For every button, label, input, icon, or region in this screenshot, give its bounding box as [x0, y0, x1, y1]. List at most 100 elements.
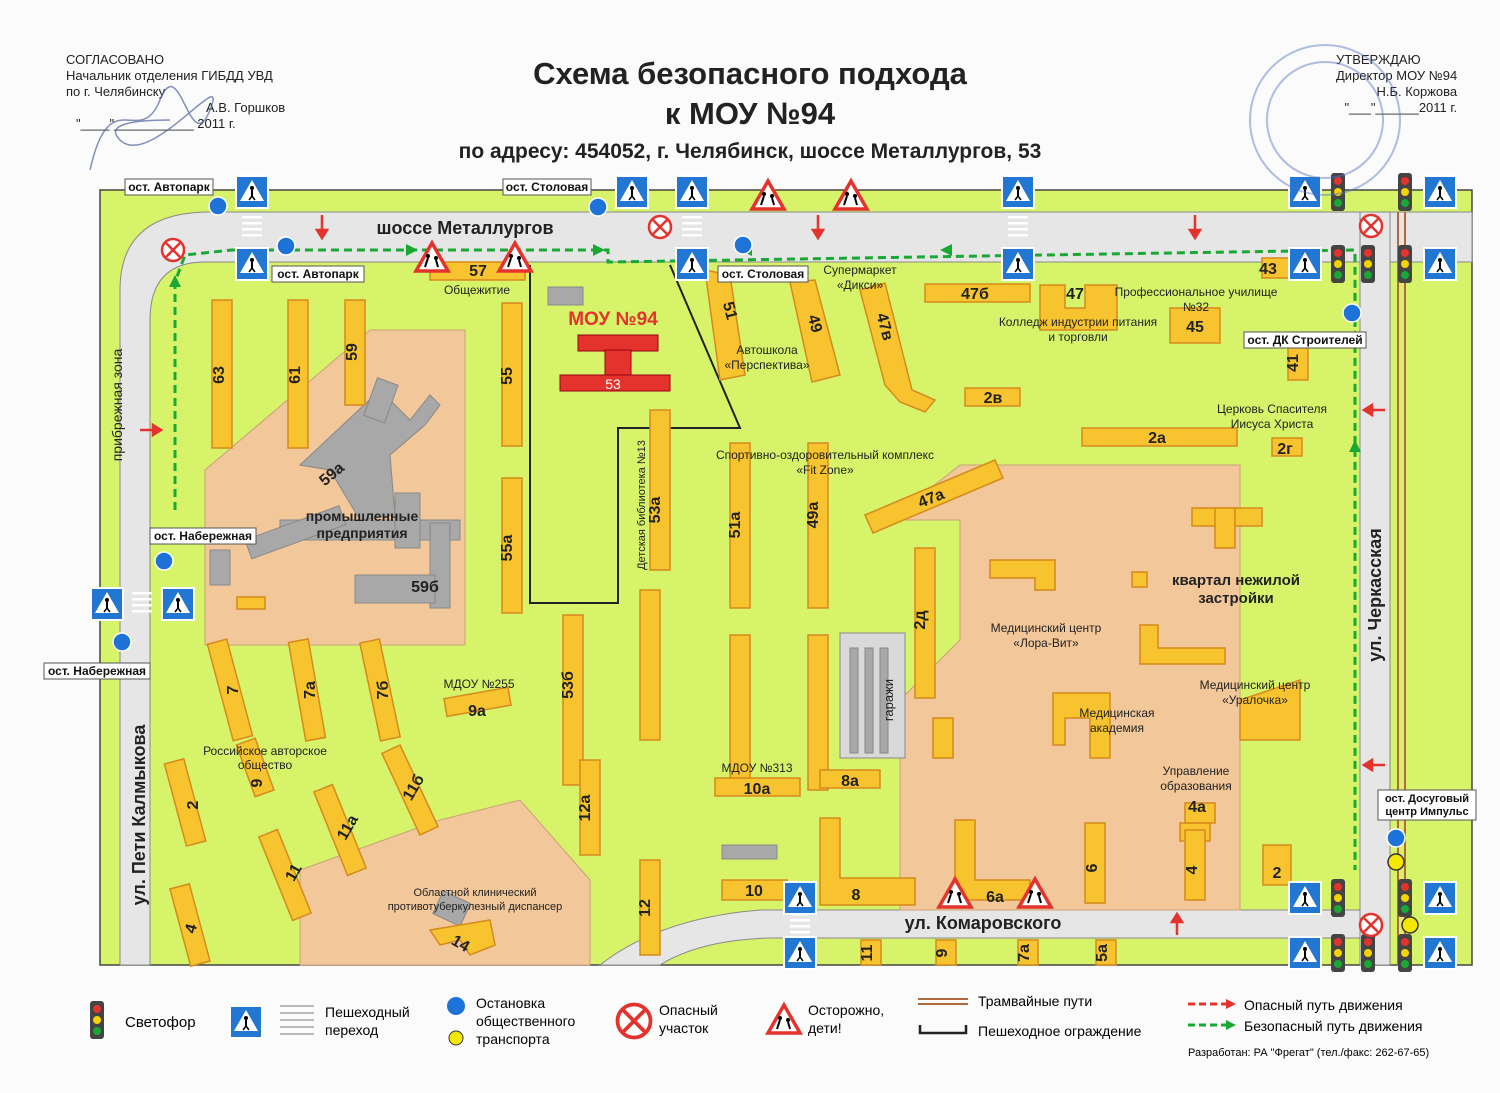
stamp-right — [1249, 44, 1401, 196]
danger-zone-icon — [1358, 213, 1384, 239]
label-upravlenie-2: образования — [1160, 779, 1232, 793]
bldg-2: 2 — [185, 800, 202, 809]
bus-stop-icon — [1386, 828, 1406, 848]
stop-label-stolovaya-1: ост. Столовая — [506, 180, 588, 194]
approval-right-date: "___"______2011 г. — [1344, 100, 1458, 115]
label-rao-2: общество — [238, 758, 293, 772]
crossing-sign-icon — [1288, 936, 1322, 970]
traffic-light-icon — [1361, 934, 1375, 972]
bldg-2v: 2в — [984, 390, 1003, 407]
legend: Светофор Пешеходный переход Остановка об… — [90, 993, 1429, 1059]
bldg-2g: 2г — [1277, 441, 1293, 458]
label-supermarket-2: «Дикси» — [837, 278, 884, 292]
page-title: Схема безопасного подхода — [533, 56, 967, 91]
danger-zone-icon — [1358, 912, 1384, 938]
label-med-ural-1: Медицинский центр — [1200, 678, 1311, 692]
approval-right-signature: Н.Б. Коржова — [1376, 84, 1458, 99]
legend-children-icon — [766, 1003, 802, 1035]
bldg-51a: 51а — [727, 512, 744, 539]
roads — [119, 211, 1473, 966]
bldg-57: 57 — [469, 263, 487, 280]
bldg-11: 11 — [283, 861, 306, 884]
bldg-53a: 53а — [647, 497, 664, 524]
label-church-1: Церковь Спасителя — [1217, 402, 1327, 416]
approval-left-line2: по г. Челябинску — [66, 84, 166, 99]
label-college-2: и торговли — [1048, 330, 1107, 344]
legend-stop-1: Остановка — [476, 995, 545, 1011]
stop-labels: ост. Автопарк ост. Автопарк ост. Столова… — [43, 178, 1477, 821]
legend-children-2: дети! — [808, 1020, 842, 1036]
label-rao-1: Российское авторское — [203, 744, 327, 758]
crossing-sign-icon — [1001, 175, 1035, 209]
grey-buildings — [209, 286, 906, 927]
school-name: МОУ №94 — [568, 309, 658, 330]
label-med-acad-2: академия — [1090, 721, 1144, 735]
label-sport-2: «Fit Zone» — [796, 463, 854, 477]
legend-stop-2: общественного — [476, 1013, 575, 1029]
legend-safe-path: Безопасный путь движения — [1244, 1018, 1422, 1034]
stop-label-stolovaya-2: ост. Столовая — [722, 267, 804, 281]
bldg-55a: 55а — [499, 535, 516, 562]
traffic-light-icon — [1398, 934, 1412, 972]
bldg-59b: 59б — [411, 579, 439, 596]
bldg-10: 10 — [745, 883, 763, 900]
stop-label-dosug-2: центр Импульс — [1385, 806, 1468, 818]
school-number: 53 — [605, 376, 621, 392]
bldg-2d: 2д — [912, 610, 929, 629]
traffic-light-icon — [1331, 934, 1345, 972]
street-north: шоссе Металлургов — [376, 218, 553, 238]
bldg-49a: 49а — [805, 502, 822, 529]
crossing-sign-icon — [783, 936, 817, 970]
traffic-light-icon — [1331, 245, 1345, 283]
signature-left — [89, 85, 214, 171]
school-building — [559, 334, 671, 392]
bldg-4a: 4а — [1188, 799, 1206, 816]
label-obshchezhitie: Общежитие — [444, 283, 510, 297]
bus-stop-icon — [208, 196, 228, 216]
legend-danger-2: участок — [659, 1020, 709, 1036]
bldg-14: 14 — [448, 932, 472, 956]
crossing-sign-icon — [1001, 247, 1035, 281]
label-garages: гаражи — [881, 679, 896, 721]
approval-right-line1: Директор МОУ №94 — [1336, 68, 1458, 83]
label-mdou255: МДОУ №255 — [443, 677, 514, 691]
industrial-zone-dispanser — [299, 799, 591, 966]
label-avtoshkola-2: «Перспектива» — [725, 358, 810, 372]
bldg-47b: 47б — [961, 286, 989, 303]
bldg-6a: 6а — [986, 889, 1004, 906]
label-avtoshkola-1: Автошкола — [736, 343, 798, 357]
approval-left-date: "____"___________ 2011 г. — [76, 116, 236, 131]
bldg-4-east: 4 — [1184, 865, 1201, 874]
bldg-43: 43 — [1259, 261, 1277, 278]
approval-right-title: УТВЕРЖДАЮ — [1336, 52, 1421, 67]
legend-stop-3: транспорта — [476, 1031, 550, 1047]
bldg-53b: 53б — [560, 671, 577, 699]
label-med-lora-2: «Лора-Вит» — [1013, 636, 1079, 650]
street-east: ул. Черкасская — [1365, 528, 1385, 661]
bldg-6: 6 — [1084, 863, 1101, 872]
label-library: Детская библиотека №13 — [636, 440, 648, 570]
bldg-8a: 8а — [841, 773, 859, 790]
page-subtitle: по адресу: 454052, г. Челябинск, шоссе М… — [458, 140, 1042, 163]
bldg-s11: 11 — [859, 944, 876, 961]
label-college-1: Колледж индустрии питания — [999, 315, 1157, 329]
danger-arrows — [140, 215, 1385, 935]
stop-label-naberezhnaya-2: ост. Набережная — [48, 664, 146, 678]
legend-credits: Разработан: РА "Фрегат" (тел./факс: 262-… — [1188, 1047, 1429, 1059]
crossing-sign-icon — [1423, 175, 1457, 209]
street-south: ул. Комаровского — [905, 913, 1062, 933]
label-med-lora-1: Медицинский центр — [991, 621, 1102, 635]
legend-crossing-2: переход — [325, 1022, 378, 1038]
legend-traffic-light-icon — [90, 1001, 104, 1039]
legend-tram: Трамвайные пути — [978, 993, 1092, 1009]
danger-zone-icon — [647, 214, 673, 240]
bldg-49: 49 — [804, 313, 825, 335]
bldg-7b: 7б — [375, 680, 392, 699]
bldg-12a: 12а — [577, 795, 594, 822]
legend-crossing-icon — [229, 1005, 263, 1039]
crossing-sign-icon — [1288, 881, 1322, 915]
bldg-7a: 7а — [302, 681, 319, 699]
crossing-sign-icon — [1423, 247, 1457, 281]
label-upravlenie-1: Управление — [1163, 764, 1230, 778]
